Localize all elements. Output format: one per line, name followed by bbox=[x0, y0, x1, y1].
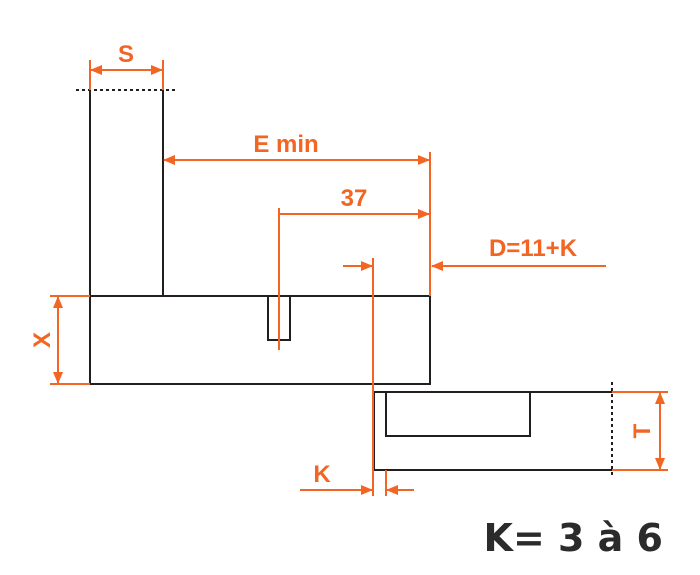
label-e-min: E min bbox=[253, 131, 318, 158]
label-37: 37 bbox=[341, 185, 368, 212]
hinge-cup-outline bbox=[385, 392, 531, 437]
label-x: X bbox=[29, 332, 56, 348]
horizontal-board bbox=[89, 295, 431, 385]
label-k: K bbox=[313, 461, 331, 488]
formula-k-range: K= 3 à 6 bbox=[484, 516, 664, 560]
label-t: T bbox=[629, 423, 656, 438]
door-outline bbox=[373, 391, 612, 471]
label-d: D=11+K bbox=[489, 235, 578, 262]
label-s: S bbox=[118, 41, 134, 68]
